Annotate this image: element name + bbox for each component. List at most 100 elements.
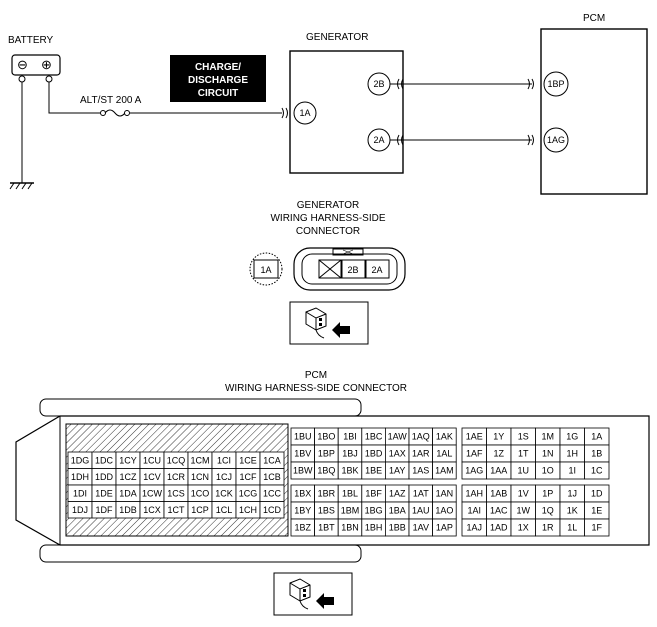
pcm-connector-pin: 1N: [542, 449, 554, 459]
pcm-connector-pin: 1CE: [239, 455, 257, 465]
generator: GENERATOR 1A 2B 2A: [289, 32, 404, 174]
svg-text:2B: 2B: [373, 79, 384, 89]
pcm-connector-title-line1: PCM: [305, 370, 327, 381]
pcm-connector-pin: 1Q: [542, 506, 554, 516]
pcm-connector-pin: 1DJ: [72, 505, 88, 515]
pcm-connector-pin: 1CJ: [216, 472, 232, 482]
fuse-label: ALT/ST 200 A: [80, 95, 142, 106]
pcm-connector-pin: 1BY: [294, 506, 311, 516]
pcm-connector-pin: 1DE: [95, 488, 113, 498]
pcm-connector-pin: 1CD: [263, 505, 282, 515]
pcm-connector-pin: 1AF: [466, 449, 483, 459]
pcm-connector-pin: 1AS: [412, 466, 429, 476]
pcm-connector-pin: 1DB: [119, 505, 137, 515]
connector-view-icon: [289, 301, 369, 345]
battery-negative-terminal: ⊖: [17, 57, 28, 72]
svg-text:DISCHARGE: DISCHARGE: [188, 75, 248, 86]
pcm-connector-pin: 1J: [567, 489, 577, 499]
battery: BATTERY ⊖ ⊕: [8, 35, 61, 83]
pcm-connector-pin: 1BQ: [317, 466, 335, 476]
pcm-connector-pin: 1CI: [217, 455, 231, 465]
svg-text:2A: 2A: [373, 135, 384, 145]
pcm-connector-pin: 1CS: [167, 488, 185, 498]
pcm-connector-pin: 1BP: [318, 449, 335, 459]
pcm-connector-pin: 1U: [517, 466, 529, 476]
pcm-connector-pin: 1CW: [142, 488, 163, 498]
pcm-connector-pin: 1CU: [143, 455, 161, 465]
pcm-connector-pin: 1AA: [490, 466, 507, 476]
pcm-connector-pin: 1V: [518, 489, 529, 499]
pcm-connector-pin: 1CX: [143, 505, 161, 515]
pcm-label: PCM: [583, 13, 605, 24]
pcm-connector-pin: 1CY: [119, 455, 137, 465]
generator-connector-pin-2b: 2B: [347, 265, 358, 275]
pcm-connector-pin: 1AU: [412, 506, 430, 516]
pcm-connector-pin: 1E: [591, 506, 602, 516]
pcm-connector-pin: 1F: [591, 523, 602, 533]
svg-text:1AG: 1AG: [547, 135, 565, 145]
pcm-connector-pin: 1CQ: [167, 455, 186, 465]
pcm-connector-pin: 1CN: [191, 472, 209, 482]
pcm-connector-pin: 1BA: [389, 506, 406, 516]
pcm-connector-pin: 1L: [567, 523, 577, 533]
pcm-connector-pin: 1AQ: [412, 432, 430, 442]
pcm-connector-pin: 1DF: [95, 505, 113, 515]
fuse-icon: [100, 109, 130, 117]
pcm-connector-pin: 1BL: [342, 489, 358, 499]
generator-connector-title-line2: WIRING HARNESS-SIDE: [270, 213, 385, 224]
pcm-connector-pin: 1AW: [388, 432, 408, 442]
pcm-connector-pin: 1AL: [436, 449, 452, 459]
pcm-connector-pin: 1CL: [216, 505, 233, 515]
pcm-connector-pin: 1BR: [318, 489, 336, 499]
generator-connector-pin-2a: 2A: [371, 265, 382, 275]
pcm-connector-pin: 1G: [566, 432, 578, 442]
battery-label: BATTERY: [8, 35, 54, 46]
generator-connector-1a: 1A: [249, 252, 283, 286]
pcm-connector-pin: 1AT: [413, 489, 429, 499]
pcm-connector-pin: 1D: [591, 489, 603, 499]
pcm-connector-pin: 1DD: [95, 472, 114, 482]
pcm-connector-pin: 1AD: [490, 523, 508, 533]
pcm-connector-pin: 1CT: [167, 505, 185, 515]
pcm-connector-pin: 1BZ: [295, 523, 312, 533]
pcm-connector-pin: 1BK: [341, 466, 358, 476]
pcm-connector-pin: 1I: [568, 466, 576, 476]
svg-text:1BP: 1BP: [547, 79, 564, 89]
pcm-connector-pin: 1M: [541, 432, 554, 442]
pcm-connector-title-line2: WIRING HARNESS-SIDE CONNECTOR: [225, 383, 407, 394]
pcm-connector-pin: 1DH: [71, 472, 89, 482]
pcm-connector-pin: 1BN: [341, 523, 359, 533]
pcm-connector-pin: 1CG: [239, 488, 258, 498]
generator-pin-1a: 1A: [293, 101, 317, 125]
generator-connector-title-line3: CONNECTOR: [296, 226, 360, 237]
pcm-connector-pin: 1BW: [293, 466, 313, 476]
pcm-connector-pin: 1CA: [263, 455, 281, 465]
pcm-connector-pin: 1Y: [493, 432, 504, 442]
pcm-connector-pin: 1CF: [239, 472, 257, 482]
generator-label: GENERATOR: [306, 32, 368, 43]
battery-positive-terminal: ⊕: [41, 57, 52, 72]
pcm-connector-pin: 1K: [567, 506, 578, 516]
pcm-connector-pin: 1AI: [467, 506, 481, 516]
pcm-connector-pin: 1BV: [294, 449, 311, 459]
pcm-connector-pin: 1BU: [294, 432, 312, 442]
pcm-connector-pin: 1BH: [365, 523, 383, 533]
pcm-connector-pin: 1W: [517, 506, 531, 516]
pcm-connector-pin: 1CZ: [119, 472, 137, 482]
pcm-connector-pin: 1CH: [239, 505, 257, 515]
pcm-connector-pin: 1BS: [318, 506, 335, 516]
svg-text:1A: 1A: [260, 265, 271, 275]
pcm-connector-pin: 1BB: [389, 523, 406, 533]
pcm-connector-pin: 1AV: [413, 523, 429, 533]
pcm-connector-pin: 1AG: [465, 466, 483, 476]
charge-discharge-circuit-badge: CHARGE/ DISCHARGE CIRCUIT: [170, 55, 266, 102]
pcm-connector-pin: 1DC: [95, 455, 114, 465]
pcm: PCM 1BP 1AG: [540, 13, 648, 195]
pcm-connector-pin: 1BI: [343, 432, 357, 442]
pcm-connector-pin: 1CM: [190, 455, 209, 465]
pcm-connector-pin: 1CB: [263, 472, 281, 482]
pcm-connector-pin: 1AN: [436, 489, 454, 499]
pcm-connector-pin: 1H: [566, 449, 578, 459]
